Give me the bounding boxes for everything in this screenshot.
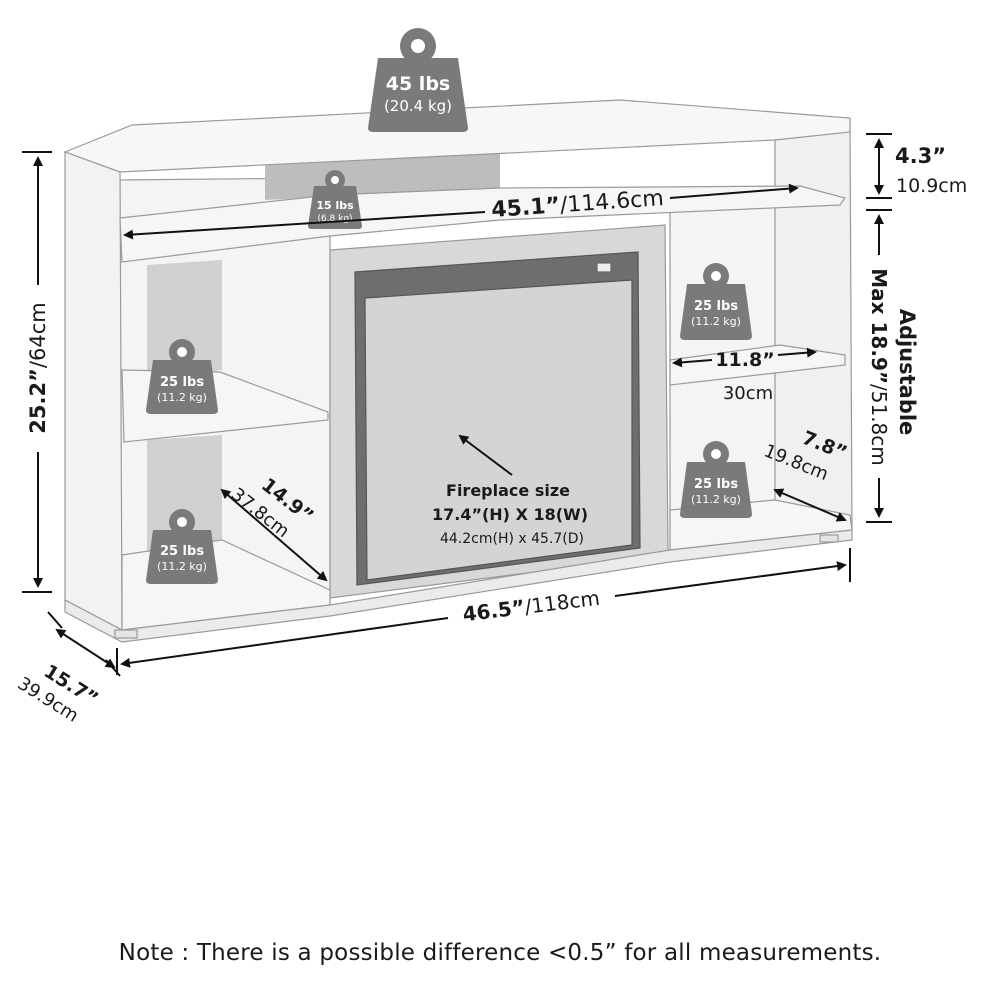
clearance-in: 4.3” [895, 144, 946, 168]
left-depth-arrow [220, 488, 328, 582]
fireplace-glass [364, 279, 633, 581]
left-middle-weight-kg: (11.2 kg) [157, 391, 207, 404]
svg-text:Max 18.9”/51.8cm: Max 18.9”/51.8cm [867, 268, 891, 466]
top-weight-lbs: 45 lbs [386, 73, 450, 95]
weight-badge-top: 45 lbs (20.4 kg) [368, 28, 468, 132]
height-cm: /64cm [26, 302, 50, 368]
height-label: 25.2”/64cm [26, 302, 50, 433]
total-depth-tick-top [47, 611, 63, 629]
fireplace-imperial: 17.4”(H) X 18(W) [432, 505, 588, 524]
right-bottom-weight-lbs: 25 lbs [694, 477, 738, 492]
left-middle-weight-lbs: 25 lbs [160, 375, 204, 390]
total-depth-label: 15.7” 39.9cm [14, 660, 102, 726]
top-board [63, 99, 851, 173]
total-depth-arrow [55, 628, 116, 669]
svg-text:25.2”/64cm: 25.2”/64cm [26, 302, 50, 433]
total-width-arrow-left [120, 617, 449, 668]
total-width-arrow-right [614, 561, 847, 597]
weight-badge-right-bottom: 25 lbs (11.2 kg) [680, 441, 752, 518]
adjustable-cm: /51.8cm [867, 384, 891, 466]
left-bottom-weight-lbs: 25 lbs [160, 544, 204, 559]
fireplace-title: Fireplace size [446, 481, 570, 500]
left-foot [114, 629, 138, 639]
fireplace-pointer-arrow [458, 434, 513, 476]
right-depth-arrow [773, 488, 847, 522]
shelf-width-in: 11.8” [715, 349, 774, 371]
shelf-width-arrow-right [777, 347, 817, 358]
height-in: 25.2” [26, 368, 50, 434]
measurement-note: Note : There is a possible difference <0… [118, 940, 882, 966]
top-weight-kg: (20.4 kg) [384, 97, 452, 115]
total-width-cm: /118cm [523, 586, 601, 619]
middle-weight-kg: (6.8 kg) [317, 214, 352, 224]
right-foot [819, 534, 839, 543]
upper-width-arrow-right [669, 183, 799, 199]
weight-badge-left-middle: 25 lbs (11.2 kg) [146, 339, 218, 414]
right-middle-weight-lbs: 25 lbs [694, 299, 738, 314]
middle-weight-lbs: 15 lbs [316, 199, 354, 212]
upper-width-in: 45.1” [491, 193, 561, 223]
weight-badge-right-middle: 25 lbs (11.2 kg) [680, 263, 752, 340]
adjustable-text: Adjustable [895, 309, 919, 436]
right-middle-shelf [669, 344, 846, 386]
tv-stand-illustration [63, 99, 853, 643]
right-bottom-weight-kg: (11.2 kg) [691, 493, 741, 506]
adjustable-in: Max 18.9” [867, 268, 891, 384]
adjustable-title: Adjustable [895, 309, 919, 436]
adjustable-label: Max 18.9”/51.8cm [867, 268, 891, 466]
weight-badge-left-bottom: 25 lbs (11.2 kg) [146, 509, 218, 584]
left-lower-dark-panel [147, 435, 222, 552]
upper-width-arrow-left [123, 211, 486, 240]
left-upper-dark-panel [147, 260, 222, 378]
fireplace-metric: 44.2cm(H) x 45.7(D) [440, 531, 584, 547]
shelf-width-arrow-left [672, 357, 713, 368]
shelf-width-cm: 30cm [723, 383, 773, 404]
left-bottom-weight-kg: (11.2 kg) [157, 560, 207, 573]
left-side-panel [64, 151, 123, 631]
right-middle-weight-kg: (11.2 kg) [691, 315, 741, 328]
upper-shelf [119, 185, 846, 263]
clearance-cm: 10.9cm [896, 175, 967, 197]
total-width-in: 46.5” [461, 595, 526, 626]
weight-badge-middle-shelf: 15 lbs (6.8 kg) [308, 170, 362, 229]
fireplace-control-button [596, 262, 612, 273]
